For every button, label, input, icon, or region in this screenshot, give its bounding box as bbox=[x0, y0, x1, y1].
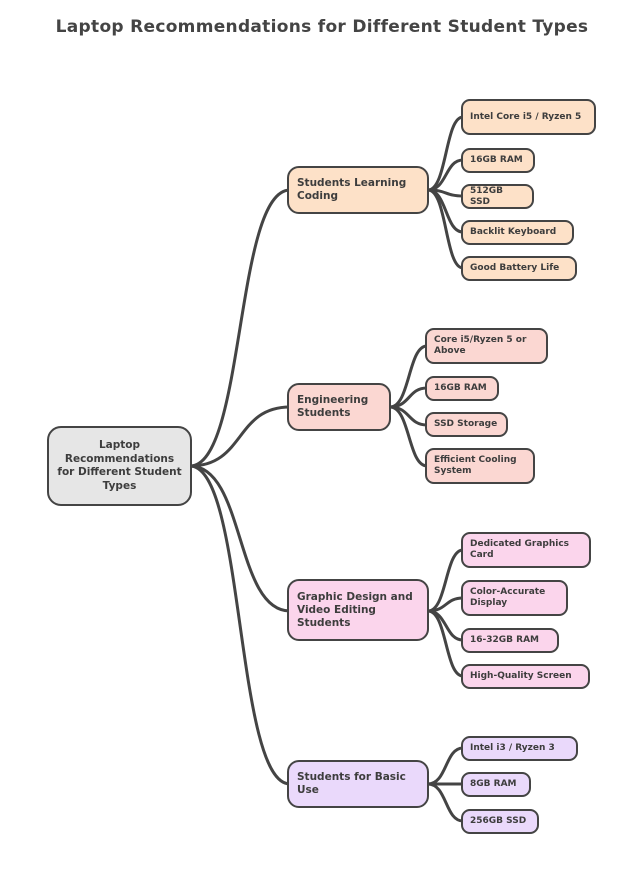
leaf-label: 16GB RAM bbox=[434, 383, 487, 393]
branch-label: Students Learning Coding bbox=[297, 177, 407, 202]
diagram-title: Laptop Recommendations for Different Stu… bbox=[55, 17, 589, 37]
link-b3-leaf-0 bbox=[426, 746, 465, 786]
link-b0-leaf-0 bbox=[426, 115, 465, 192]
leaf-label: Good Battery Life bbox=[470, 263, 560, 273]
leaf-label: 16-32GB RAM bbox=[470, 635, 540, 645]
branch-node-basic-use: Students for Basic Use bbox=[287, 760, 429, 808]
leaf-label: Efficient Cooling System bbox=[434, 455, 517, 476]
leaf-label: 256GB SSD bbox=[470, 816, 527, 826]
leaf-label: SSD Storage bbox=[434, 419, 498, 429]
leaf-node: 16-32GB RAM bbox=[461, 628, 559, 653]
leaf-label: Intel Core i5 / Ryzen 5 bbox=[470, 111, 582, 122]
leaf-node: Dedicated Graphics Card bbox=[461, 532, 591, 568]
leaf-node: Good Battery Life bbox=[461, 256, 577, 281]
link-b0-leaf-4 bbox=[426, 188, 465, 270]
leaf-label: Intel i3 / Ryzen 3 bbox=[470, 743, 555, 753]
link-b0-leaf-1 bbox=[426, 158, 465, 192]
leaf-label: Backlit Keyboard bbox=[470, 227, 557, 237]
leaf-node: 256GB SSD bbox=[461, 809, 539, 834]
link-root-branch-3 bbox=[188, 464, 292, 786]
leaf-node: 512GB SSD bbox=[461, 184, 534, 209]
root-node: Laptop Recommendations for Different Stu… bbox=[47, 426, 192, 506]
link-b2-leaf-0 bbox=[426, 548, 465, 613]
link-b3-leaf-2 bbox=[426, 782, 465, 823]
leaf-node: Color-Accurate Display bbox=[461, 580, 568, 616]
leaf-node: Backlit Keyboard bbox=[461, 220, 574, 245]
leaf-node: Efficient Cooling System bbox=[425, 448, 535, 484]
leaf-node: High-Quality Screen bbox=[461, 664, 590, 689]
leaf-node: Intel Core i5 / Ryzen 5 bbox=[461, 99, 596, 135]
root-label: Laptop Recommendations for Different Stu… bbox=[57, 439, 182, 492]
leaf-label: 16GB RAM bbox=[470, 155, 523, 165]
link-b2-leaf-2 bbox=[426, 609, 465, 642]
leaf-label: Color-Accurate Display bbox=[470, 587, 546, 608]
leaf-label: Dedicated Graphics Card bbox=[470, 539, 570, 560]
link-b2-leaf-3 bbox=[426, 609, 465, 678]
leaf-label: High-Quality Screen bbox=[470, 671, 572, 681]
leaf-label: 8GB RAM bbox=[470, 779, 517, 789]
branch-label: Students for Basic Use bbox=[297, 771, 406, 796]
leaf-node: 16GB RAM bbox=[425, 376, 499, 401]
branch-label: Engineering Students bbox=[297, 394, 369, 419]
link-root-branch-1 bbox=[188, 405, 292, 468]
leaf-label: 512GB SSD bbox=[470, 185, 504, 207]
leaf-node: Core i5/Ryzen 5 or Above bbox=[425, 328, 548, 364]
leaf-node: SSD Storage bbox=[425, 412, 508, 437]
leaf-label: Core i5/Ryzen 5 or Above bbox=[434, 335, 527, 356]
branch-node-engineering: Engineering Students bbox=[287, 383, 391, 431]
link-b1-leaf-3 bbox=[388, 405, 429, 468]
branch-node-graphic-design: Graphic Design and Video Editing Student… bbox=[287, 579, 429, 641]
leaf-node: 8GB RAM bbox=[461, 772, 531, 797]
link-root-branch-0 bbox=[188, 188, 292, 468]
branch-label: Graphic Design and Video Editing Student… bbox=[297, 590, 413, 629]
branch-node-coding: Students Learning Coding bbox=[287, 166, 429, 214]
leaf-node: 16GB RAM bbox=[461, 148, 535, 173]
leaf-node: Intel i3 / Ryzen 3 bbox=[461, 736, 578, 761]
link-root-branch-2 bbox=[188, 464, 292, 613]
